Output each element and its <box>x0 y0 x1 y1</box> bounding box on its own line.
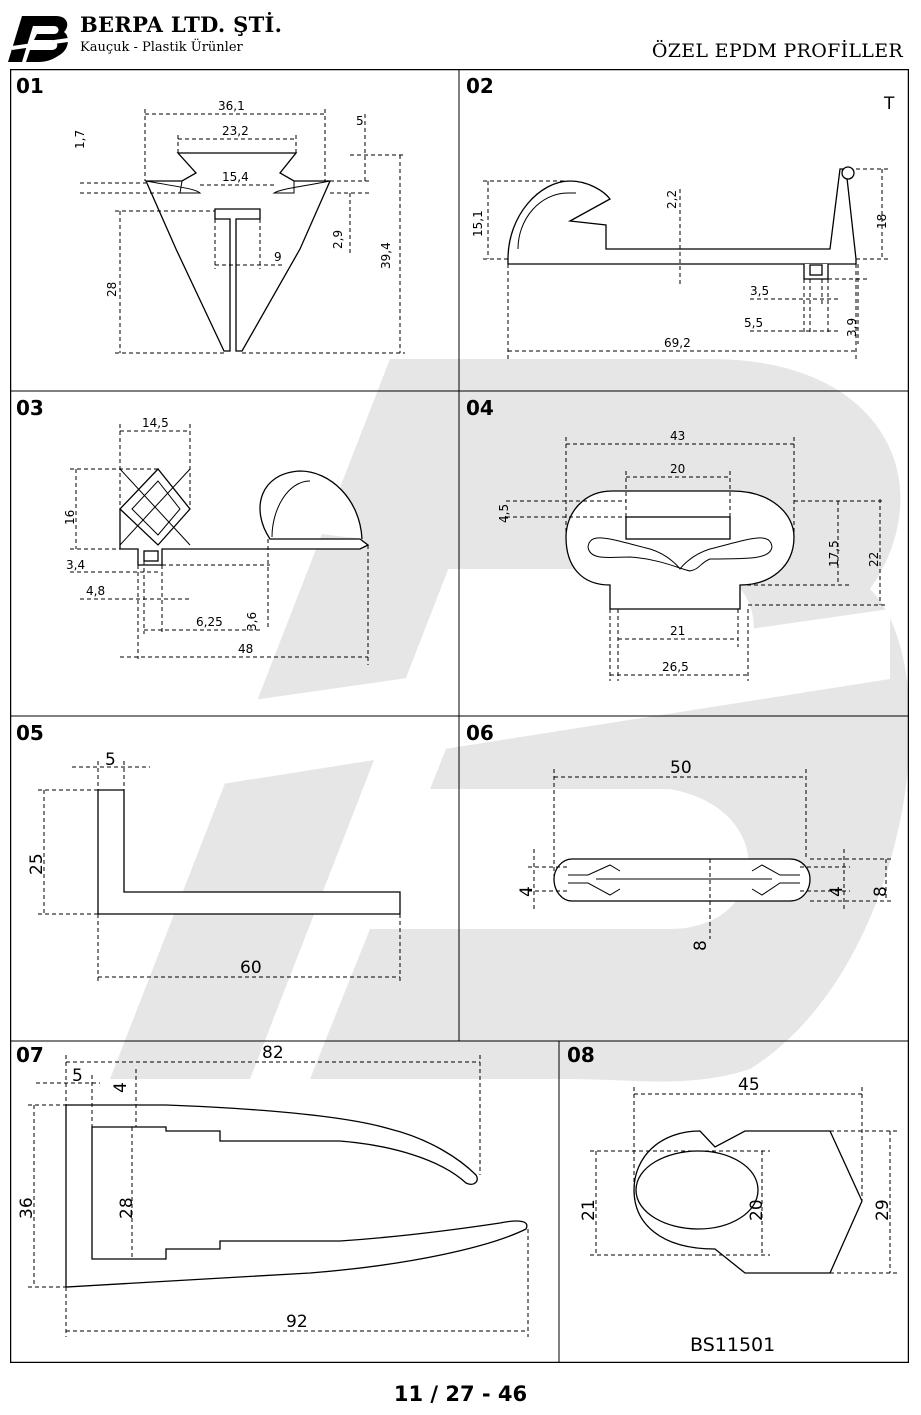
dim-03-d4: 3,6 <box>245 612 259 631</box>
dim-03-d1: 3,4 <box>66 558 85 572</box>
dim-04-mid-h: 17,5 <box>827 540 841 567</box>
dim-04-base-inner: 21 <box>670 624 685 638</box>
dim-02-foot-a: 3,5 <box>750 284 769 298</box>
dim-03-top: 14,5 <box>142 416 169 430</box>
dim-05-height: 25 <box>27 853 47 875</box>
panel-02-mark: T <box>883 94 895 114</box>
profile-05-drawing: 5 25 60 <box>27 750 401 984</box>
page-header: BERPA LTD. ŞTİ. Kauçuk - Plastik Ürünler… <box>0 0 921 70</box>
profile-06-drawing: 50 4 4 8 8 <box>517 758 892 951</box>
catalog-sheet: 01 02 03 04 05 06 07 08 36,1 23,2 15,4 1… <box>10 69 909 1363</box>
profile-04-drawing: 43 20 4,5 17,5 22 21 26,5 <box>497 429 886 681</box>
dim-04-inner: 20 <box>670 462 685 476</box>
dim-07-wall: 5 <box>72 1066 83 1086</box>
dim-06-mid: 8 <box>691 940 711 951</box>
panel-number-03: 03 <box>16 396 44 420</box>
dim-03-width: 48 <box>238 642 253 656</box>
watermark-logo-icon <box>110 359 909 1082</box>
profile-08-drawing: 45 21 20 29 BS11501 <box>579 1075 898 1356</box>
page-number: 11 / 27 - 46 <box>393 1382 528 1406</box>
dim-07-lip: 4 <box>111 1082 131 1093</box>
dim-08-inner-h: 20 <box>747 1199 767 1221</box>
dim-01-stem: 9 <box>274 250 282 264</box>
panel-number-02: 02 <box>466 74 494 98</box>
dim-01-height-total: 39,4 <box>379 242 393 269</box>
page-title: ÖZEL EPDM PROFİLLER <box>651 40 903 62</box>
dim-01-right-mid: 2,9 <box>331 230 345 249</box>
dim-03-d3: 6,25 <box>196 615 223 629</box>
panel-number-08: 08 <box>567 1043 595 1067</box>
company-name: BERPA LTD. ŞTİ. <box>80 12 283 37</box>
dim-01-lip: 1,7 <box>73 130 87 149</box>
dim-05-width: 60 <box>240 958 262 978</box>
dim-01-inner-top: 23,2 <box>222 124 249 138</box>
dim-01-right-top: 5 <box>356 114 364 128</box>
dim-07-height: 36 <box>17 1197 37 1219</box>
dim-04-base-outer: 26,5 <box>662 660 689 674</box>
dim-06-left-h: 4 <box>517 886 537 897</box>
dim-02-bulb: 15,1 <box>471 210 485 237</box>
sheet-frame <box>10 69 909 1363</box>
dim-02-tip: 2,2 <box>665 190 679 209</box>
panel-number-05: 05 <box>16 721 44 745</box>
dim-07-width: 92 <box>286 1312 308 1332</box>
dim-03-height: 16 <box>63 510 77 525</box>
dim-06-right-h: 4 <box>827 886 847 897</box>
panel-number-06: 06 <box>466 721 494 745</box>
profile-02-drawing: 15,1 2,2 18 3,5 5,5 3,9 69,2 <box>471 166 890 359</box>
dim-05-thickness: 5 <box>105 750 116 770</box>
dim-02-foot-h: 3,9 <box>845 318 859 337</box>
dim-01-height-left: 28 <box>105 282 119 297</box>
dim-01-lip-gap: 15,4 <box>222 170 249 184</box>
profile-drawing-sheet: 01 02 03 04 05 06 07 08 36,1 23,2 15,4 1… <box>10 69 909 1363</box>
dim-03-d2: 4,8 <box>86 584 105 598</box>
dim-02-width: 69,2 <box>664 336 691 350</box>
dim-02-height: 18 <box>875 214 889 229</box>
dim-06-total-h: 8 <box>871 886 891 897</box>
dim-04-total-h: 22 <box>867 552 881 567</box>
dim-07-inner-h: 28 <box>117 1197 137 1219</box>
dim-07-top: 82 <box>262 1043 284 1063</box>
dim-01-top: 36,1 <box>218 99 245 113</box>
dim-02-foot-b: 5,5 <box>744 316 763 330</box>
dim-04-left-h: 4,5 <box>497 504 511 523</box>
panel-number-07: 07 <box>16 1043 44 1067</box>
berpa-logo-icon <box>8 16 68 62</box>
dim-08-total-h: 29 <box>873 1199 893 1221</box>
dim-04-width: 43 <box>670 429 685 443</box>
profile-03-drawing: 14,5 16 3,4 4,8 6,25 3,6 48 <box>63 416 370 665</box>
dim-06-width: 50 <box>670 758 692 778</box>
dim-08-left-h: 21 <box>579 1199 599 1221</box>
profile-07-drawing: 82 5 4 36 28 92 <box>17 1043 529 1337</box>
panel-number-01: 01 <box>16 74 44 98</box>
company-subtitle: Kauçuk - Plastik Ürünler <box>80 40 243 55</box>
panel-number-04: 04 <box>466 396 494 420</box>
dim-08-width: 45 <box>738 1075 760 1095</box>
profile-01-drawing: 36,1 23,2 15,4 1,7 5 2,9 39,4 28 9 <box>73 99 405 354</box>
profile-08-code: BS11501 <box>690 1334 775 1356</box>
